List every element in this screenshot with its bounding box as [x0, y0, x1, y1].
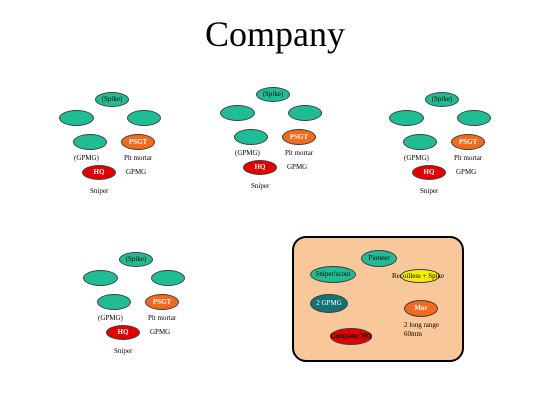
spike-squad: (Spike): [256, 87, 290, 102]
hq-oval: HQ: [412, 165, 446, 180]
gpmg-team: [73, 134, 107, 150]
psgt-oval: PSGT: [282, 129, 316, 145]
plt-mortar-label: Plt mortar: [124, 154, 153, 162]
gpmg-team: [403, 134, 437, 150]
sniper-scout-oval: Sniper/scout: [310, 266, 356, 283]
spike-squad: (Spike): [425, 92, 459, 107]
gpmg-second-label: GPMG: [456, 168, 477, 176]
plt-mortar-label: Plt mortar: [285, 149, 314, 157]
plt-mortar-label: Plt mortar: [148, 314, 177, 322]
platoon-3: (Spike) PSGT (GPMG) Plt mortar HQ GPMG S…: [388, 90, 528, 210]
sniper-label: Sniper: [251, 182, 270, 190]
mortar-oval: Mor: [404, 300, 438, 317]
platoon-2: (Spike) PSGT (GPMG) Plt mortar HQ GPMG S…: [219, 85, 359, 205]
gpmg-second-label: GPMG: [150, 328, 171, 336]
hq-oval: HQ: [106, 325, 140, 340]
rifle-squad-left: [59, 110, 94, 126]
gpmg-team: [234, 129, 268, 145]
gpmg-team: [97, 294, 131, 310]
spike-squad: (Spike): [95, 92, 129, 107]
gpmg-label: (GPMG): [404, 154, 429, 162]
gpmg-team-oval: 2 GPMG: [310, 294, 348, 313]
sniper-label: Sniper: [90, 187, 109, 195]
slide-title: Company: [205, 14, 345, 54]
sniper-label: Sniper: [114, 347, 133, 355]
plt-mortar-label: Plt mortar: [454, 154, 483, 162]
company-hq-box: Pioneer Sniper/scout Recoilless + Spike …: [292, 236, 464, 362]
rifle-squad-right: [288, 105, 322, 121]
rifle-squad-right: [127, 110, 161, 126]
gpmg-second-label: GPMG: [287, 163, 308, 171]
psgt-oval: PSGT: [145, 294, 179, 310]
gpmg-label: (GPMG): [235, 149, 260, 157]
hq-oval: HQ: [243, 160, 277, 175]
gpmg-label: (GPMG): [74, 154, 99, 162]
sniper-label: Sniper: [420, 187, 439, 195]
rifle-squad-right: [457, 110, 491, 126]
mortar-note-line1: 2 long range: [404, 321, 439, 329]
platoon-1: (Spike) PSGT (GPMG) Plt mortar HQ GPMG S…: [58, 90, 198, 210]
recoilless-label: Recoilless + Spike: [392, 272, 445, 280]
hq-oval: HQ: [82, 165, 116, 180]
company-hq-oval: Company HQ: [330, 328, 372, 345]
psgt-oval: PSGT: [451, 134, 485, 150]
platoon-4: (Spike) PSGT (GPMG) Plt mortar HQ GPMG S…: [82, 250, 222, 370]
recoilless-oval: [400, 269, 440, 283]
rifle-squad-left: [83, 270, 118, 286]
rifle-squad-left: [220, 105, 255, 121]
spike-squad: (Spike): [119, 252, 153, 267]
pioneer-oval: Pioneer: [361, 250, 397, 267]
rifle-squad-left: [389, 110, 424, 126]
gpmg-label: (GPMG): [98, 314, 123, 322]
mortar-note-line2: 60mm: [404, 330, 422, 338]
rifle-squad-right: [151, 270, 185, 286]
psgt-oval: PSGT: [121, 134, 155, 150]
gpmg-second-label: GPMG: [126, 168, 147, 176]
